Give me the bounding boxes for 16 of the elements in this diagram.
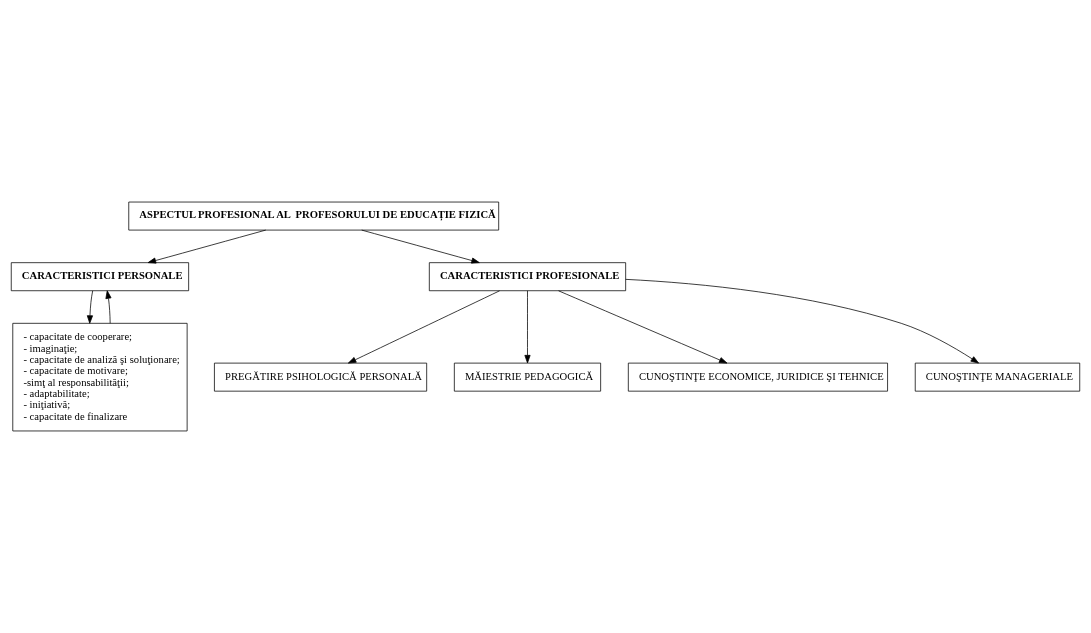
node-box: CARACTERISTICI PERSONALE [10, 262, 189, 292]
node-box: PREGĂTIRE PSIHOLOGICĂ PERSONALĂ [214, 362, 428, 392]
arrow [86, 290, 94, 324]
arrow [105, 290, 112, 324]
node-box: - capacitate de cooperare; - imaginaţie; - capacitate de analiză şi soluţionare; - capacitate de motivare; -simţ al responsabilităţii; - adaptabilitate; - iniţiativă; - capacitate de finalizare [12, 322, 188, 432]
node-box: CARACTERISTICI PROFESIONALE [428, 262, 627, 292]
node-box: CUNOŞTINŢE ECONOMICE, JURIDICE ŞI TEHNICE [627, 362, 888, 392]
arrow [347, 290, 500, 364]
arrow [361, 229, 480, 264]
arrow [558, 290, 728, 364]
node-box: MĂIESTRIE PEDAGOGICĂ [453, 362, 602, 392]
arrow [147, 229, 267, 264]
arrow [524, 290, 531, 364]
node-box: ASPECTUL PROFESIONAL AL PROFESORULUI DE EDUCAȚIE FIZICĂ [128, 201, 500, 231]
arrow [625, 278, 979, 364]
node-box: CUNOŞTINŢE MANAGERIALE [914, 362, 1081, 392]
